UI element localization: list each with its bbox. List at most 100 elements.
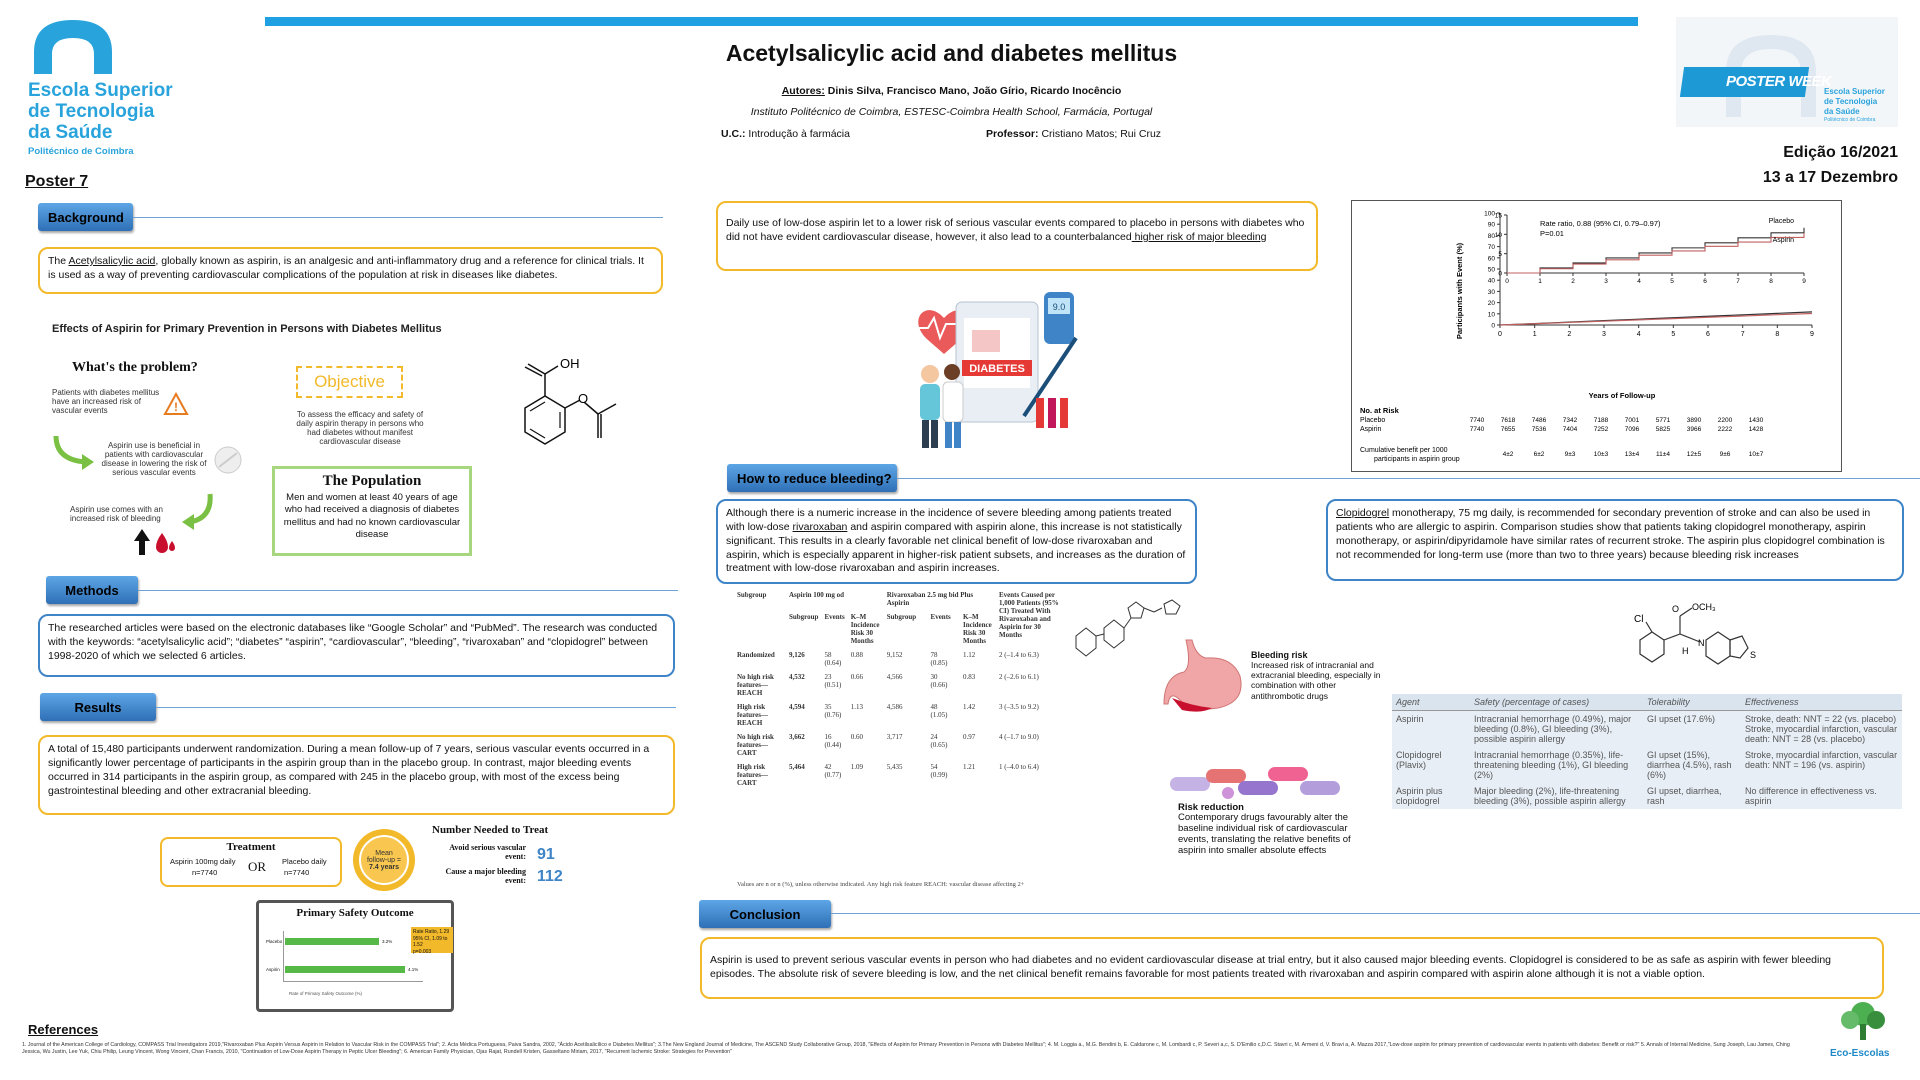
cell: High risk features—REACH [737, 703, 768, 727]
bleeding-rule [897, 478, 1920, 479]
problem-2: Aspirin use is beneficial in patients wi… [101, 441, 207, 477]
green-arrow-down-icon [182, 493, 213, 530]
km-benefit-value: 10±7 [1749, 451, 1764, 458]
cell-pct: (1.05) [930, 711, 948, 719]
km-inset-x-tick-label: 4 [1637, 278, 1641, 285]
cell-events: 54 [930, 763, 938, 771]
km-at-risk-value: 1430 [1749, 417, 1764, 424]
cell: 3,662 [789, 733, 805, 741]
conclusion-rule [831, 913, 1920, 914]
svg-text:!: ! [174, 400, 178, 414]
km-at-risk-value: 2200 [1718, 417, 1733, 424]
km-inset-x-tick-label: 6 [1703, 278, 1707, 285]
results-box: A total of 15,480 participants underwent… [38, 735, 675, 815]
km-at-risk-value: 7618 [1501, 417, 1516, 424]
green-arrow-icon [53, 435, 94, 470]
km-at-risk-title: No. at Risk [1360, 406, 1400, 415]
km-at-risk-label: Aspirin [1360, 426, 1382, 433]
table-subheader-row: Subgroup Events K–M Incidence Risk 30 Mo… [734, 610, 1064, 648]
problem-title: What's the problem? [72, 360, 198, 375]
cell: 4,566 [886, 673, 903, 681]
km-outer-y-tick-label: 70 [1488, 244, 1496, 251]
safety-value-placebo: 3.2% [382, 939, 393, 944]
cell: Aspirin [1396, 714, 1424, 724]
km-xlabel: Years of Follow-up [1589, 391, 1656, 400]
professor-value: Cristiano Matos; Rui Cruz [1041, 128, 1162, 140]
cell-pct: (0.51) [824, 681, 842, 689]
objective-title: Objective [314, 372, 385, 391]
daily-use-link: higher risk of major bleeding [1131, 230, 1267, 243]
table-header-row: Subgroup Aspirin 100 mg od Rivaroxaban 2… [734, 588, 1064, 639]
mol-n: N [1698, 638, 1705, 648]
km-outer-x-tick-label: 4 [1637, 331, 1641, 338]
km-benefit-value: 10±3 [1594, 451, 1609, 458]
cell-events: 24 [930, 733, 938, 741]
results-heading: Results [40, 693, 156, 721]
authors: Dinis Silva, Francisco Mano, João Gírio,… [827, 85, 1122, 97]
km-inset-y-tick-label: 0 [1498, 271, 1502, 278]
bleeding-text-pre: Although there is a numeric increase in … [726, 507, 1172, 533]
safety-value-aspirin: 4.1% [408, 967, 419, 972]
risk-reduction-text: Contemporary drugs favourably alter the … [1178, 812, 1351, 856]
cell: Major bleeding (2%), life-threatening bl… [1474, 786, 1626, 806]
edition: Edição 16/2021 [1783, 144, 1898, 161]
cell: Stroke, death: NNT = 22 (vs. placebo) St… [1745, 714, 1898, 744]
eco-escolas-tree-icon [1841, 1002, 1885, 1040]
cell-pct: (0.76) [824, 711, 842, 719]
safety-rate-box: Rate Ratio, 1.29 95% CI, 1.09 to 1.52 p=… [411, 927, 453, 955]
km-benefit-value: 4±2 [1503, 451, 1514, 458]
cell-events: 78 [930, 651, 938, 659]
nnt-avoid-value: 91 [537, 846, 555, 863]
bleeding-box: Although there is a numeric increase in … [716, 499, 1197, 584]
cell-events: 16 [824, 733, 832, 741]
cell-pct: (0.66) [930, 681, 948, 689]
o-label: O [578, 391, 588, 406]
safety-rate: Rate Ratio, 1.29 [413, 929, 450, 935]
bleeding-link: rivaroxaban [792, 520, 848, 533]
km-inset-x-tick-label: 1 [1538, 278, 1542, 285]
uc-value: Introdução à farmácia [748, 128, 850, 140]
km-at-risk-value: 7252 [1594, 426, 1609, 433]
table-row: Clopidogrel (Plavix)Intracranial hemorrh… [1392, 747, 1902, 783]
cell: 23(0.51) [821, 670, 847, 700]
km-outer-x-tick-label: 6 [1706, 331, 1710, 338]
cell: 0.97 [963, 733, 976, 741]
bleeding-risk-text: Increased risk of intracranial and extra… [1251, 660, 1381, 701]
km-inset-line-aspirin [1507, 233, 1805, 274]
km-at-risk-value: 3966 [1687, 426, 1702, 433]
stomach-icon [1163, 639, 1242, 712]
risk-reduction-title: Risk reduction [1178, 802, 1244, 813]
cell: 48(1.05) [928, 700, 960, 730]
cell: Randomized [737, 651, 775, 659]
objective-box: Objective [296, 366, 403, 398]
mean-1: Mean [375, 849, 393, 857]
km-benefit-value: 12±5 [1687, 451, 1702, 458]
safety-xlabel: Rate of Primary Safety Outcome (%) [289, 991, 363, 996]
cell: 16(0.44) [821, 730, 847, 760]
km-annotation-2: P=0.01 [1540, 229, 1564, 238]
warning-icon: ! [163, 392, 189, 415]
km-outer-y-tick-label: 60 [1488, 255, 1496, 262]
dates: 13 a 17 Dezembro [1762, 169, 1898, 186]
methods-text: The researched articles were based on th… [48, 622, 658, 662]
km-benefit-label-2: participants in aspirin group [1374, 456, 1460, 463]
treatment-title: Treatment [226, 841, 276, 853]
cell: 0.66 [850, 673, 863, 681]
agent-header-row: Agent Safety (percentage of cases) Toler… [1392, 694, 1902, 711]
population-box: The Population Men and women at least 40… [272, 466, 472, 556]
logo-arch-icon [34, 20, 112, 74]
cell-events: 35 [824, 703, 832, 711]
cell: 2 (–2.6 to 6.1) [999, 673, 1039, 681]
km-at-risk-value: 7001 [1625, 417, 1640, 424]
km-at-risk-value: 7486 [1532, 417, 1547, 424]
cell: 42(0.77) [821, 760, 847, 790]
th-a-subgroup: Subgroup [789, 613, 819, 621]
cell: 78(0.85) [928, 648, 960, 670]
km-at-risk-value: 7188 [1594, 417, 1609, 424]
meter-value: 9.0 [1053, 302, 1066, 312]
cell: 9,126 [789, 651, 805, 659]
diabetes-illustration: DIABETES 9.0 [914, 292, 1078, 448]
